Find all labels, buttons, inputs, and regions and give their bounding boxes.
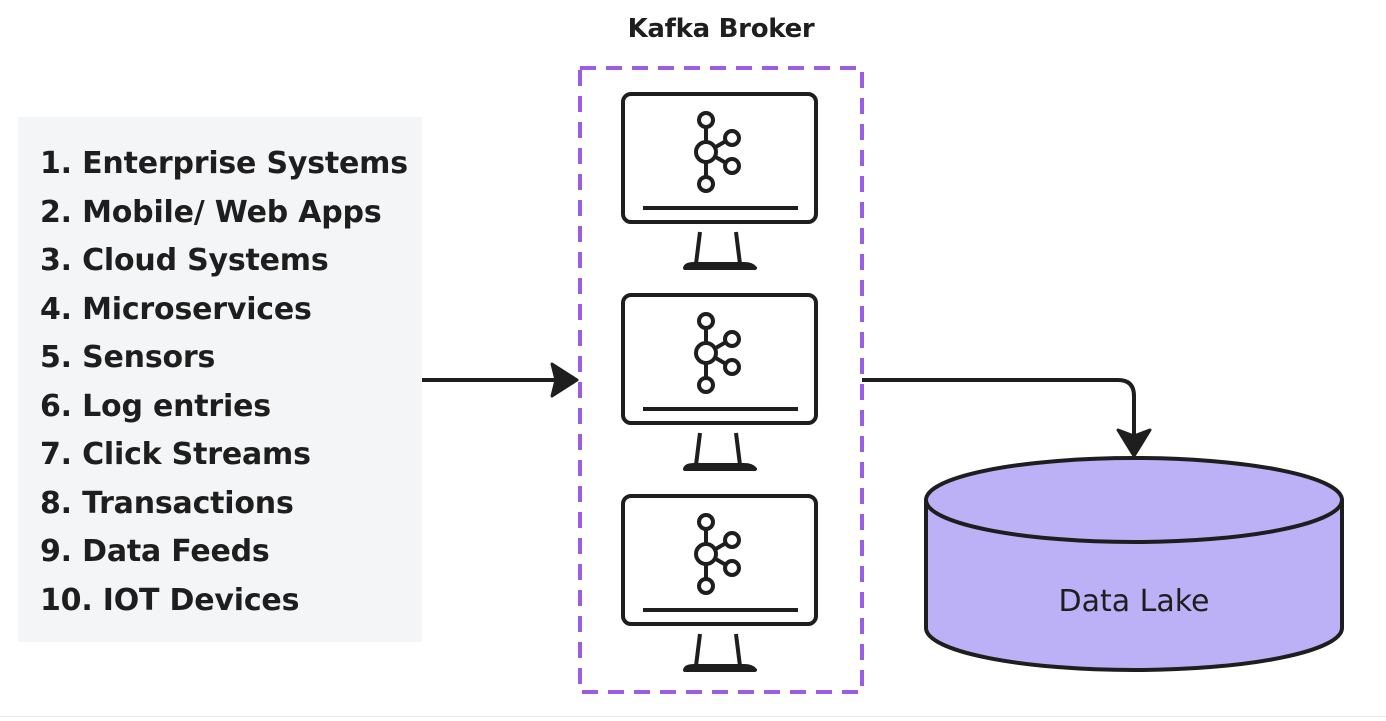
list-item: 5. Sensors: [40, 340, 216, 375]
data-sources-panel: 1. Enterprise Systems 2. Mobile/ Web App…: [18, 117, 422, 642]
data-lake-cylinder: [924, 456, 1344, 672]
list-item: 2. Mobile/ Web Apps: [40, 194, 382, 230]
broker-node-3: [621, 494, 818, 672]
broker-node-1: [621, 92, 818, 270]
sources-to-broker-arrow: [422, 362, 579, 398]
kafka-broker-container: [578, 66, 864, 694]
monitor-stand-icon: [683, 231, 757, 270]
list-item: 1. Enterprise Systems: [40, 146, 408, 181]
kafka-broker-title: Kafka Broker: [627, 14, 815, 44]
list-item: 9. Data Feeds: [40, 534, 270, 569]
data-lake-label: Data Lake: [1058, 584, 1210, 619]
bottom-divider: [0, 716, 1386, 717]
list-item: 3. Cloud Systems: [40, 243, 329, 278]
list-item: 6. Log entries: [40, 388, 271, 424]
list-item: 7. Click Streams: [40, 437, 311, 472]
monitor-stand-icon: [683, 633, 757, 672]
data-sources-list: 1. Enterprise Systems 2. Mobile/ Web App…: [40, 144, 408, 629]
list-item: 4. Microservices: [40, 291, 312, 327]
monitor-stand-icon: [683, 432, 757, 471]
broker-node-2: [621, 293, 818, 471]
list-item: 10. IOT Devices: [40, 582, 300, 618]
broker-to-data-lake-arrow: [862, 378, 1152, 458]
list-item: 8. Transactions: [40, 485, 294, 521]
